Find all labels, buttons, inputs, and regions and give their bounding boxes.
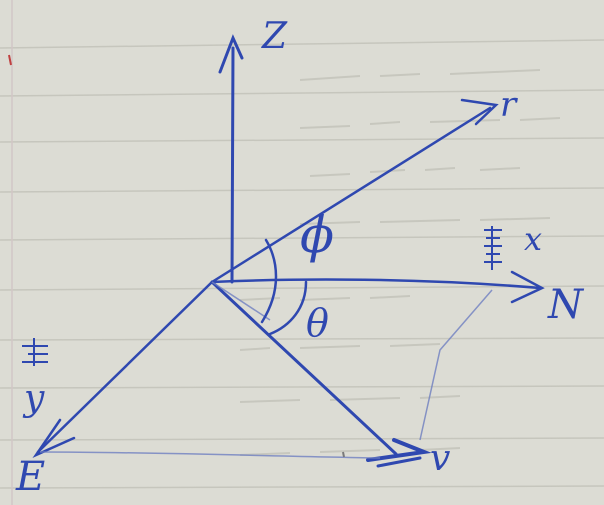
east-label: E (15, 454, 45, 500)
r-vector-arrowhead (460, 98, 499, 126)
theta-angle-label: θ (306, 301, 329, 345)
y-axis-label: y (22, 378, 45, 419)
r-vector-label: r (500, 85, 518, 125)
r-vector (210, 98, 499, 284)
y-axis-tick-marks (22, 338, 48, 366)
v-vector-label: v (430, 438, 450, 479)
margin-mark (8, 54, 12, 66)
construction-lines (39, 281, 493, 459)
pencil-tick (342, 451, 345, 458)
v-vector (210, 280, 432, 468)
x-axis (210, 270, 545, 304)
bleed-through-marks (239, 69, 561, 456)
z-axis (218, 34, 244, 284)
y-axis-arrowhead (32, 418, 76, 458)
phi-angle-label: ϕ (300, 206, 334, 264)
v-vector-arrowhead (366, 438, 432, 462)
z-axis-label: Z (261, 16, 288, 57)
north-label: N (547, 282, 585, 328)
y-axis (32, 280, 214, 458)
x-axis-tick-marks (484, 226, 502, 270)
angle-arcs (260, 238, 308, 336)
z-axis-arrowhead (218, 34, 244, 74)
x-axis-arrowhead (510, 270, 545, 304)
phi-arc (260, 238, 278, 324)
x-axis-label: x (524, 220, 542, 258)
theta-arc (268, 280, 308, 336)
